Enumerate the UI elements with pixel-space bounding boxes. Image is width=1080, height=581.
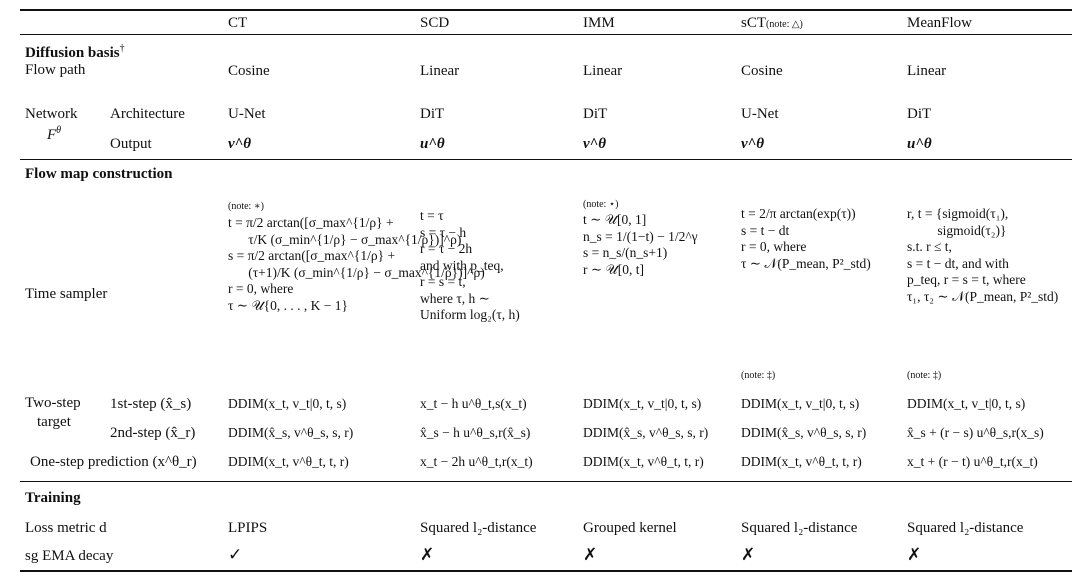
row-label-loss: Loss metric d: [25, 520, 107, 536]
ema-ct-check-icon: ✓: [228, 545, 243, 564]
row-label-target: target: [37, 414, 71, 430]
two-step-note-sct: (note: ‡): [741, 370, 776, 381]
section-training: Training: [25, 490, 81, 506]
row-label-architecture: Architecture: [110, 106, 185, 122]
row-label-output: Output: [110, 136, 152, 152]
one-step-imm: DDIM(x_t, v^θ_t, t, r): [583, 454, 704, 469]
time-sampler-ct: t = π/2 arctan([σ_max^{1/ρ} + τ/K (σ_min…: [228, 215, 485, 313]
two-step-note-meanflow: (note: ‡): [907, 370, 942, 381]
network-symbol: Fθ: [47, 125, 62, 143]
row-label-second-step: 2nd-step (x̂_r): [110, 425, 196, 441]
loss-sct: Squared l₂-distance: [741, 520, 858, 536]
arch-meanflow: DiT: [907, 106, 932, 122]
second-step-imm: DDIM(x̂_s, v^θ_s, s, r): [583, 425, 709, 440]
time-sampler-ct-note: (note: ∗): [228, 201, 264, 212]
row-label-flow-path: Flow path: [25, 62, 86, 78]
time-sampler-sct: t = 2/π arctan(exp(τ)) s = t − dt r = 0,…: [741, 206, 871, 271]
arch-ct: U-Net: [228, 106, 266, 122]
output-scd: u^θ: [420, 136, 445, 152]
one-step-ct: DDIM(x_t, v^θ_t, t, r): [228, 454, 349, 469]
first-step-imm: DDIM(x_t, v_t|0, t, s): [583, 396, 702, 411]
header-rule: [20, 34, 1072, 35]
col-header-ct: CT: [228, 15, 248, 31]
row-label-time-sampler: Time sampler: [25, 286, 108, 302]
flow-path-sct: Cosine: [741, 63, 783, 79]
output-imm: v^θ: [583, 136, 606, 152]
row-label-first-step: 1st-step (x̂_s): [110, 396, 192, 412]
row-label-ema: sg EMA decay: [25, 548, 114, 564]
time-sampler-scd: t = τ s = τ − h r = τ − 2h and with p_te…: [420, 208, 520, 322]
section-flow-map-construction: Flow map construction: [25, 166, 173, 182]
bottom-rule: [20, 570, 1072, 572]
time-sampler-imm: t ∼ 𝒰[0, 1] n_s = 1/(1−t) − 1/2^γ s = n_…: [583, 212, 698, 277]
time-sampler-meanflow: r, t = {sigmoid(τ₁), sigmoid(τ₂)} s.t. r…: [907, 206, 1059, 304]
flow-path-scd: Linear: [420, 63, 460, 79]
loss-scd: Squared l₂-distance: [420, 520, 537, 536]
arch-imm: DiT: [583, 106, 608, 122]
section-rule-training: [20, 481, 1072, 482]
second-step-meanflow: x̂_s + (r − s) u^θ_s,r(x_s): [907, 425, 1044, 440]
section-diffusion-basis: Diffusion basis†: [25, 40, 125, 62]
output-ct: v^θ: [228, 136, 251, 152]
first-step-ct: DDIM(x_t, v_t|0, t, s): [228, 396, 347, 411]
first-step-sct: DDIM(x_t, v_t|0, t, s): [741, 396, 860, 411]
ema-meanflow-cross-icon: ✗: [907, 545, 922, 564]
top-rule: [20, 9, 1072, 11]
section-diffusion-sup: †: [119, 43, 125, 54]
col-header-sct: sCT(note: △): [741, 14, 803, 32]
arch-scd: DiT: [420, 106, 445, 122]
col-header-imm: IMM: [583, 15, 615, 31]
row-label-network: Network: [25, 106, 78, 122]
loss-ct: LPIPS: [228, 520, 268, 536]
flow-path-meanflow: Linear: [907, 63, 947, 79]
flow-path-ct: Cosine: [228, 63, 270, 79]
ema-scd-cross-icon: ✗: [420, 545, 435, 564]
second-step-ct: DDIM(x̂_s, v^θ_s, s, r): [228, 425, 354, 440]
one-step-sct: DDIM(x_t, v^θ_t, t, r): [741, 454, 862, 469]
arch-sct: U-Net: [741, 106, 779, 122]
section-diffusion-label: Diffusion basis: [25, 45, 120, 61]
first-step-scd: x_t − h u^θ_t,s(x_t): [420, 396, 527, 411]
col-header-scd: SCD: [420, 15, 450, 31]
col-header-sct-main: sCT: [741, 15, 767, 31]
row-label-two-step: Two-step: [25, 395, 81, 411]
time-sampler-imm-note: (note: ⋆): [583, 199, 619, 210]
ema-imm-cross-icon: ✗: [583, 545, 598, 564]
section-rule-flowmap: [20, 159, 1072, 160]
first-step-meanflow: DDIM(x_t, v_t|0, t, s): [907, 396, 1026, 411]
ema-sct-cross-icon: ✗: [741, 545, 756, 564]
col-header-sct-note: (note: △): [766, 19, 803, 30]
output-sct: v^θ: [741, 136, 764, 152]
one-step-scd: x_t − 2h u^θ_t,r(x_t): [420, 454, 533, 469]
one-step-meanflow: x_t + (r − t) u^θ_t,r(x_t): [907, 454, 1038, 469]
row-label-one-step: One-step prediction (x^θ_r): [30, 454, 197, 470]
second-step-sct: DDIM(x̂_s, v^θ_s, s, r): [741, 425, 867, 440]
loss-imm: Grouped kernel: [583, 520, 677, 536]
flow-path-imm: Linear: [583, 63, 623, 79]
loss-meanflow: Squared l₂-distance: [907, 520, 1024, 536]
second-step-scd: x̂_s − h u^θ_s,r(x̂_s): [420, 425, 531, 440]
output-meanflow: u^θ: [907, 136, 932, 152]
col-header-meanflow: MeanFlow: [907, 15, 972, 31]
